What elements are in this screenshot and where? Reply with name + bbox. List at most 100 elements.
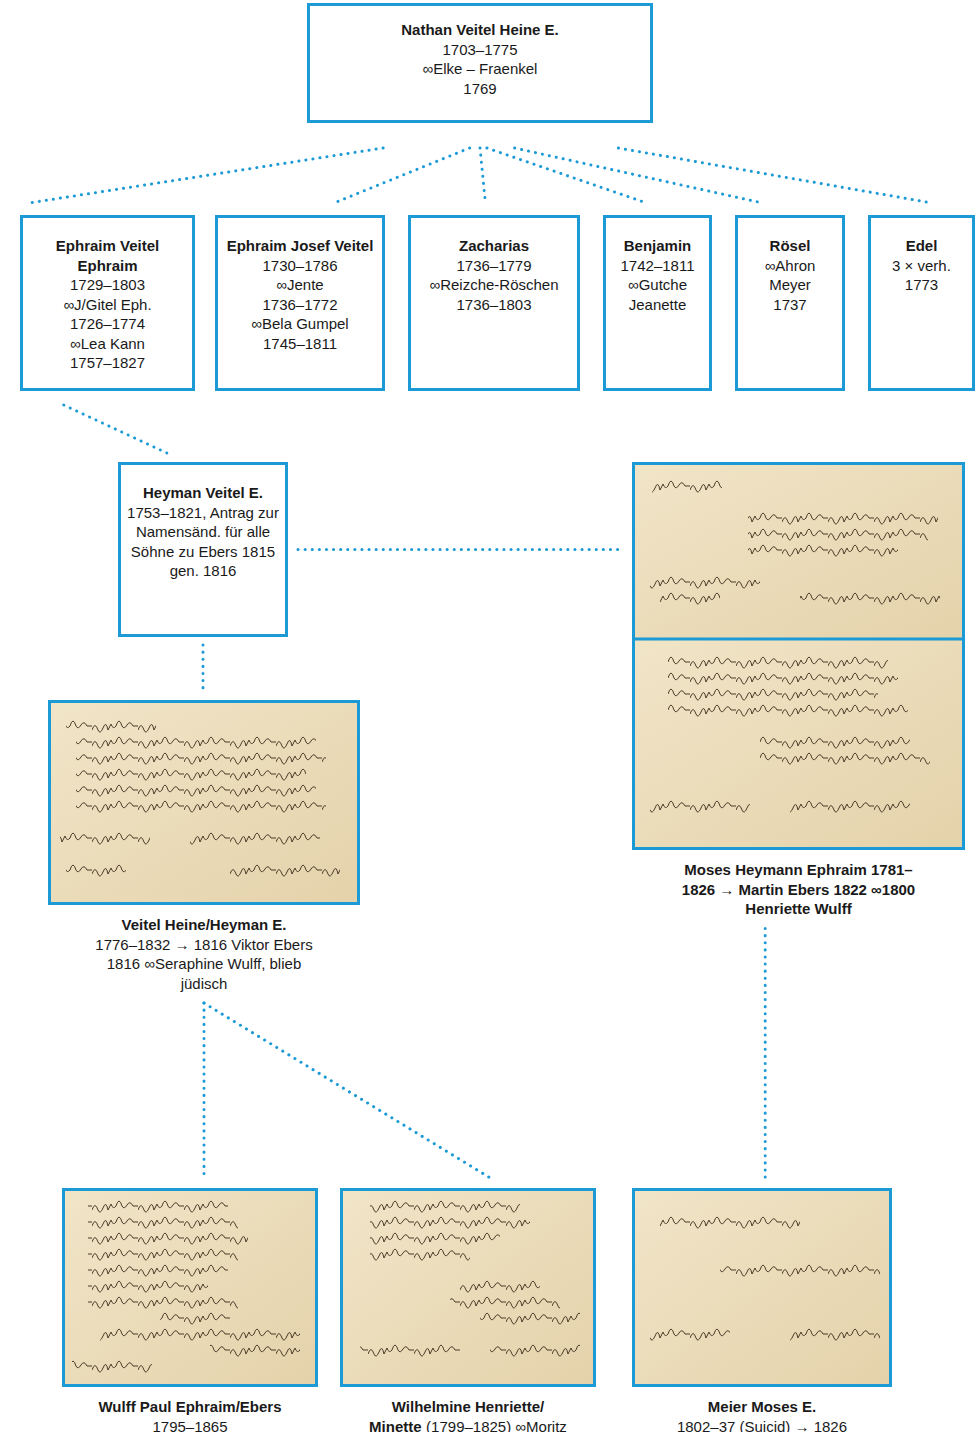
handwriting-line bbox=[490, 1344, 580, 1360]
manuscript-caption: Meier Moses E.1802–37 (Suicid) → 1826 Ge… bbox=[655, 1397, 870, 1432]
handwriting-line bbox=[370, 1232, 500, 1248]
person-name: Wulff Paul Ephraim/Ebers bbox=[70, 1397, 310, 1417]
handwriting-line bbox=[800, 592, 940, 608]
person-detail: 1753–1821, Antrag zur Namensänd. für all… bbox=[127, 503, 279, 581]
person-detail: 1730–1786 bbox=[224, 256, 376, 276]
person-detail: 1769 bbox=[316, 79, 644, 99]
handwriting-line bbox=[88, 1296, 238, 1312]
manuscript-node: Wulff Paul Ephraim/Ebers1795–1865 bbox=[62, 1188, 318, 1432]
person-name: Zacharias bbox=[417, 236, 571, 256]
handwriting-line bbox=[660, 592, 720, 608]
person-detail: ∞Reizche-Röschen bbox=[417, 275, 571, 295]
manuscript-node: Meier Moses E.1802–37 (Suicid) → 1826 Ge… bbox=[632, 1188, 892, 1432]
person-detail: 1703–1775 bbox=[316, 40, 644, 60]
person-box: Zacharias1736–1779∞Reizche-Röschen1736–1… bbox=[408, 215, 580, 391]
person-detail: 1729–1803 bbox=[29, 275, 186, 295]
handwriting-line bbox=[720, 1264, 880, 1280]
person-box: Ephraim Veitel Ephraim1729–1803∞J/Gitel … bbox=[20, 215, 195, 391]
handwriting-line bbox=[88, 1216, 238, 1232]
person-detail: 1737 bbox=[744, 295, 836, 315]
person-box: Benjamin1742–1811∞Gutche Jeanette bbox=[603, 215, 712, 391]
descent-line bbox=[487, 148, 647, 203]
person-box: Rösel∞Ahron Meyer1737 bbox=[735, 215, 845, 391]
person-detail: 1745–1811 bbox=[224, 334, 376, 354]
handwriting-line bbox=[650, 1328, 730, 1344]
handwriting-line bbox=[88, 1200, 228, 1216]
manuscript-node: Veitel Heine/Heyman E.1776–1832 → 1816 V… bbox=[48, 700, 360, 993]
person-detail: 1736–1803 bbox=[417, 295, 571, 315]
person-detail: ∞J/Gitel Eph. bbox=[29, 295, 186, 315]
person-detail: 1802–37 (Suicid) → 1826 Georg Moritz Ebe… bbox=[655, 1417, 870, 1432]
handwriting-line bbox=[76, 752, 326, 768]
handwriting-line bbox=[650, 800, 750, 816]
person-detail: ∞Ahron Meyer bbox=[744, 256, 836, 295]
handwriting-line bbox=[76, 768, 306, 784]
descent-line bbox=[764, 929, 767, 1181]
person-detail: 1726–1774 bbox=[29, 314, 186, 334]
person-name: Benjamin bbox=[612, 236, 703, 256]
handwriting-line bbox=[760, 736, 910, 752]
handwriting-line bbox=[790, 800, 910, 816]
manuscript-page bbox=[635, 640, 962, 847]
handwriting-line bbox=[480, 1312, 580, 1328]
person-detail: 1757–1827 bbox=[29, 353, 186, 373]
handwriting-line bbox=[360, 1344, 460, 1360]
person-name: Ephraim Josef Veitel bbox=[224, 236, 376, 256]
manuscript-page bbox=[635, 1191, 889, 1384]
handwriting-line bbox=[660, 1216, 800, 1232]
person-detail: 1742–1811 bbox=[612, 256, 703, 276]
handwriting-line bbox=[650, 576, 760, 592]
panel-divider bbox=[632, 638, 965, 641]
handwriting-line bbox=[66, 864, 126, 880]
descent-line bbox=[29, 148, 383, 203]
person-box: Edel3 × verh.1773 bbox=[868, 215, 975, 391]
person-detail: 1736–1772 bbox=[224, 295, 376, 315]
handwriting-line bbox=[790, 1328, 880, 1344]
handwriting-line bbox=[88, 1264, 228, 1280]
handwriting-line bbox=[160, 1312, 230, 1328]
handwriting-line bbox=[66, 720, 156, 736]
descent-line bbox=[618, 148, 932, 203]
person-detail: ∞Jente bbox=[224, 275, 376, 295]
descent-line bbox=[480, 148, 485, 203]
handwriting-line bbox=[760, 752, 930, 768]
manuscript-caption: Moses Heymann Ephraim 1781–1826 → Martin… bbox=[674, 860, 924, 919]
handwriting-line bbox=[88, 1248, 238, 1264]
manuscript-node: Wilhelmine Henriette/ Minette(1799–1825)… bbox=[340, 1188, 596, 1432]
manuscript-frame bbox=[632, 1188, 892, 1387]
handwriting-line bbox=[76, 800, 326, 816]
handwriting-line bbox=[450, 1296, 560, 1312]
manuscript-frame bbox=[62, 1188, 318, 1387]
person-detail: ∞Elke – Fraenkel bbox=[316, 59, 644, 79]
handwriting-line bbox=[88, 1280, 208, 1296]
handwriting-line bbox=[668, 672, 898, 688]
handwriting-line bbox=[230, 864, 340, 880]
manuscript-caption: Wilhelmine Henriette/ Minette(1799–1825)… bbox=[366, 1397, 571, 1432]
manuscript-frame bbox=[632, 462, 965, 850]
descent-line bbox=[64, 405, 169, 454]
person-detail: ∞Lea Kann bbox=[29, 334, 186, 354]
handwriting-line bbox=[190, 832, 320, 848]
person-box: Nathan Veitel Heine E.1703–1775∞Elke – F… bbox=[307, 3, 653, 123]
descent-line bbox=[202, 645, 205, 692]
handwriting-line bbox=[72, 1360, 152, 1376]
descent-line bbox=[334, 148, 470, 203]
handwriting-line bbox=[748, 512, 938, 528]
person-name: Nathan Veitel Heine E. bbox=[316, 20, 644, 40]
manuscript-caption: Veitel Heine/Heyman E.1776–1832 → 1816 V… bbox=[82, 915, 327, 993]
handwriting-line bbox=[60, 832, 150, 848]
person-detail: 1795–1865 bbox=[70, 1417, 310, 1432]
handwriting-line bbox=[460, 1280, 540, 1296]
handwriting-line bbox=[668, 704, 908, 720]
person-detail: 3 × verh. bbox=[877, 256, 966, 276]
handwriting-line bbox=[652, 480, 722, 496]
person-box: Heyman Veitel E.1753–1821, Antrag zur Na… bbox=[118, 462, 288, 637]
handwriting-line bbox=[210, 1344, 300, 1360]
handwriting-line bbox=[370, 1248, 470, 1264]
person-name: Rösel bbox=[744, 236, 836, 256]
manuscript-page bbox=[635, 465, 962, 638]
person-name: Ephraim Veitel Ephraim bbox=[29, 236, 186, 275]
manuscript-frame bbox=[48, 700, 360, 905]
descent-line bbox=[204, 1003, 494, 1180]
